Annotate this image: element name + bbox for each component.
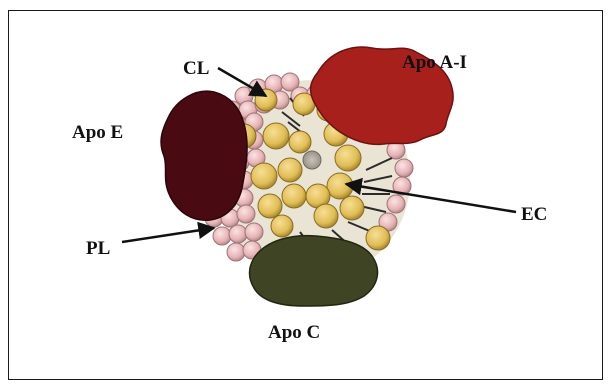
phospholipid-head xyxy=(213,227,231,245)
cholesterol-sphere xyxy=(258,194,282,218)
cholesterol-sphere xyxy=(263,123,289,149)
cholesterol-sphere xyxy=(282,184,306,208)
phospholipid-head xyxy=(229,225,247,243)
cholesterol-sphere xyxy=(278,158,302,182)
phospholipid-head xyxy=(237,205,255,223)
central-core-sphere xyxy=(303,151,321,169)
phospholipid-head xyxy=(245,223,263,241)
pl-label: PL xyxy=(86,238,110,259)
apo-c-protein xyxy=(250,236,378,306)
cl-label: CL xyxy=(183,58,209,79)
phospholipid-head xyxy=(387,195,405,213)
cholesterol-sphere xyxy=(366,226,390,250)
apo-c-label: Apo C xyxy=(268,322,320,343)
cholesterol-sphere xyxy=(271,215,293,237)
apo-e-protein xyxy=(161,91,247,220)
cholesterol-sphere xyxy=(251,163,277,189)
cholesterol-sphere xyxy=(289,131,311,153)
cholesterol-sphere xyxy=(335,145,361,171)
cholesterol-sphere xyxy=(340,196,364,220)
phospholipid-head xyxy=(395,159,413,177)
apo-a1-label: Apo A-I xyxy=(402,52,467,73)
cholesterol-sphere xyxy=(327,173,353,199)
pl-arrow xyxy=(122,228,214,242)
cholesterol-sphere xyxy=(314,204,338,228)
apo-e-label: Apo E xyxy=(72,122,123,143)
ec-label: EC xyxy=(521,204,547,225)
phospholipid-head xyxy=(227,243,245,261)
